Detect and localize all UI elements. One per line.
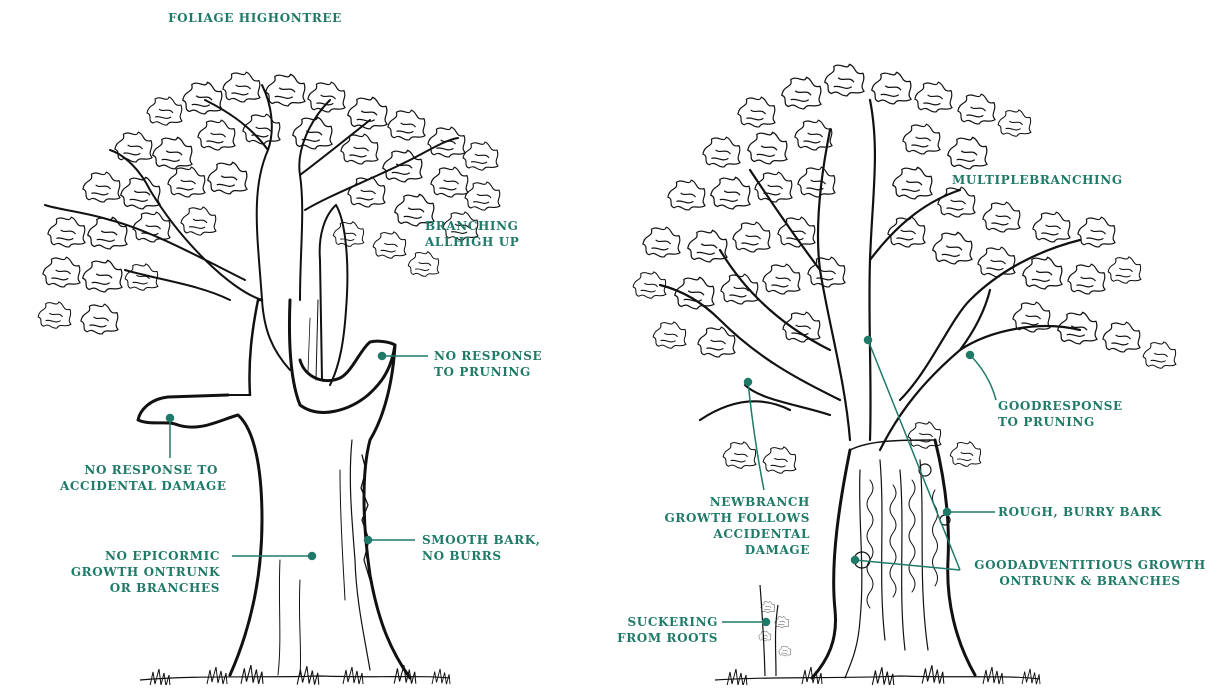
label-line: TO PRUNING (998, 414, 1123, 430)
right-tree-sucker (759, 585, 791, 676)
leader-no-response-damage (167, 415, 174, 459)
label-line: DAMAGE (650, 542, 810, 558)
label-line: BRANCHING (425, 218, 519, 234)
label-line: ONTRUNK & BRANCHES (965, 573, 1215, 589)
label-rough-bark: ROUGH, BURRY BARK (998, 504, 1162, 520)
label-good-response: GOODRESPONSE TO PRUNING (998, 398, 1123, 430)
label-no-response-pruning: NO RESPONSE TO PRUNING (434, 348, 542, 380)
label-line: NO RESPONSE TO (60, 462, 218, 478)
right-tree-ground (715, 665, 1040, 685)
label-no-epicormic: NO EPICORMIC GROWTH ONTRUNK OR BRANCHES (70, 548, 220, 596)
label-line: GROWTH ONTRUNK (70, 564, 220, 580)
label-line: ALLHIGH UP (425, 234, 519, 250)
leader-no-epicormic (232, 553, 316, 560)
label-line: SMOOTH BARK, (422, 532, 541, 548)
left-tree-ground (140, 665, 450, 685)
right-tree-trunk (812, 440, 975, 678)
left-tree-foliage (38, 72, 500, 334)
label-line: NEWBRANCH (650, 494, 810, 510)
label-line: TO PRUNING (434, 364, 542, 380)
label-smooth-bark: SMOOTH BARK, NO BURRS (422, 532, 541, 564)
leader-good-response (967, 352, 997, 401)
right-tree (633, 64, 1176, 685)
leader-no-response-pruning (379, 353, 429, 360)
label-adventitious: GOODADVENTITIOUS GROWTH ONTRUNK & BRANCH… (965, 557, 1215, 589)
leader-adventitious (852, 337, 961, 571)
label-line: FROM ROOTS (600, 630, 718, 646)
label-line: SUCKERING (600, 614, 718, 630)
label-suckering: SUCKERING FROM ROOTS (600, 614, 718, 646)
label-new-branch: NEWBRANCH GROWTH FOLLOWS ACCIDENTAL DAMA… (650, 494, 810, 558)
label-multiple-branching: MULTIPLEBRANCHING (952, 172, 1123, 188)
label-line: ACCIDENTAL (650, 526, 810, 542)
label-line: NO BURRS (422, 548, 541, 564)
leader-lines (167, 337, 997, 626)
label-line: ACCIDENTAL DAMAGE (60, 478, 218, 494)
label-branching-high: BRANCHING ALLHIGH UP (425, 218, 519, 250)
label-foliage-high: FOLIAGE HIGHONTREE (165, 10, 345, 26)
leader-smooth-bark (365, 537, 416, 544)
leader-rough-bark (944, 509, 996, 516)
label-line: GROWTH FOLLOWS (650, 510, 810, 526)
label-line: NO RESPONSE (434, 348, 542, 364)
label-line: NO EPICORMIC (70, 548, 220, 564)
label-line: OR BRANCHES (70, 580, 220, 596)
label-line: GOODRESPONSE (998, 398, 1123, 414)
label-line: GOODADVENTITIOUS GROWTH (965, 557, 1215, 573)
label-no-response-damage: NO RESPONSE TO ACCIDENTAL DAMAGE (60, 462, 218, 494)
